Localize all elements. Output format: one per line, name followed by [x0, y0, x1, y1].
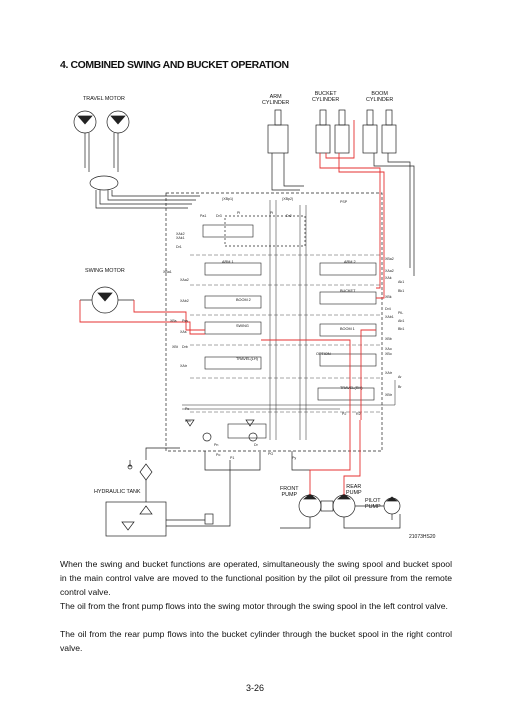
svg-text:Dr4: Dr4 — [385, 307, 391, 311]
svg-text:P1: P1 — [230, 456, 234, 460]
page-number: 3-26 — [245, 683, 264, 693]
hydraulic-tank — [105, 501, 167, 537]
spool-label-option: OPTION — [316, 352, 331, 356]
boom-cylinder-left — [362, 124, 378, 154]
svg-text:PSP: PSP — [340, 200, 348, 204]
front-pump-label: FRONT PUMP — [280, 486, 299, 498]
svg-text:Pn: Pn — [214, 443, 218, 447]
svg-text:Bb1: Bb1 — [398, 327, 404, 331]
svg-text:XBb: XBb — [385, 337, 392, 341]
spool-label-bucket: BUCKET — [340, 289, 356, 293]
svg-text:Dr1: Dr1 — [176, 245, 182, 249]
svg-text:XBt: XBt — [172, 345, 178, 349]
svg-text:(XBp1): (XBp1) — [222, 197, 233, 201]
swing-motor-label: SWING MOTOR — [85, 268, 125, 274]
svg-text:Pi: Pi — [237, 211, 240, 215]
bucket-cylinder-label: BUCKET CYLINDER — [312, 91, 340, 103]
svg-text:Pss: Pss — [182, 319, 188, 323]
svg-text:Po: Po — [216, 453, 220, 457]
spool-label-travel-lh: TRAVEL(LH) — [236, 357, 258, 361]
spool-label-arm-1: ARM 1 — [222, 260, 234, 264]
svg-text:Pi: Pi — [270, 211, 273, 215]
svg-text:XBs: XBs — [170, 319, 177, 323]
svg-text:XAk: XAk — [385, 276, 392, 280]
spool-label-swing: SWING — [236, 324, 249, 328]
svg-text:Ar: Ar — [398, 375, 402, 379]
svg-text:XBtr: XBtr — [385, 393, 393, 397]
svg-text:XAb1: XAb1 — [385, 315, 394, 319]
svg-text:P2: P2 — [342, 412, 346, 416]
svg-text:(XBp2): (XBp2) — [282, 197, 293, 201]
svg-text:Drb: Drb — [182, 345, 188, 349]
arm-cylinder — [267, 124, 289, 154]
svg-text:Dr3: Dr3 — [216, 214, 222, 218]
svg-text:XBa2: XBa2 — [385, 257, 394, 261]
spool-label-arm-2: ARM 2 — [344, 260, 356, 264]
svg-text:XBo: XBo — [385, 352, 392, 356]
svg-text:Ak1: Ak1 — [398, 280, 404, 284]
svg-text:XAs: XAs — [180, 330, 187, 334]
hydraulic-tank-label: HYDRAULIC TANK — [94, 489, 141, 495]
spool-label-boom-2: BOOM 2 — [236, 298, 251, 302]
svg-text:XAk1: XAk1 — [176, 236, 185, 240]
section-title: 4. COMBINED SWING AND BUCKET OPERATION — [60, 59, 289, 71]
svg-text:PG: PG — [268, 452, 273, 456]
spool-label-travel-rh: TRAVEL(RH) — [340, 386, 363, 390]
svg-text:Dr2: Dr2 — [286, 214, 292, 218]
body-paragraph-1: When the swing and bucket functions are … — [60, 559, 452, 598]
boom-cylinder-right — [381, 124, 397, 154]
svg-text:Pc: Pc — [185, 407, 189, 411]
arm-cylinder-label: ARM CYLINDER — [262, 94, 290, 106]
svg-text:Br: Br — [398, 385, 402, 389]
bucket-cylinder-left — [315, 124, 331, 154]
svg-text:Pa1: Pa1 — [200, 214, 206, 218]
pilot-pump-label: PILOT PUMP — [365, 498, 381, 510]
spool-label-boom-1: BOOM 1 — [340, 327, 355, 331]
svg-text:XAb2: XAb2 — [180, 299, 189, 303]
travel-motor-label: TRAVEL MOTOR — [83, 96, 125, 102]
svg-text:Bk1: Bk1 — [398, 289, 404, 293]
svg-text:Pcc: Pcc — [185, 419, 191, 423]
main-control-valve — [165, 192, 383, 452]
svg-text:Ab1: Ab1 — [398, 319, 404, 323]
svg-text:R2: R2 — [356, 412, 361, 416]
svg-text:XAtr: XAtr — [180, 364, 188, 368]
svg-text:XBa1: XBa1 — [163, 270, 172, 274]
svg-text:XAa2: XAa2 — [180, 278, 189, 282]
rear-pump-label: REAR PUMP — [346, 484, 362, 496]
svg-text:XAk2: XAk2 — [176, 232, 185, 236]
body-paragraph-2: The oil from the front pump flows into t… — [60, 601, 448, 611]
svg-text:XAa2: XAa2 — [385, 269, 394, 273]
svg-text:Dr: Dr — [254, 443, 259, 447]
svg-text:XAtr: XAtr — [385, 371, 393, 375]
boom-cylinder-label: BOOM CYLINDER — [366, 91, 394, 103]
figure-code: 21073HS20 — [409, 534, 436, 540]
center-swivel-joint — [89, 175, 119, 191]
svg-text:XAo: XAo — [385, 347, 392, 351]
svg-text:Py: Py — [292, 456, 296, 460]
svg-text:XBk: XBk — [385, 295, 392, 299]
body-paragraph-3: The oil from the rear pump flows into th… — [60, 629, 452, 654]
svg-text:PiL: PiL — [398, 311, 403, 315]
bucket-cylinder-right — [334, 124, 350, 154]
